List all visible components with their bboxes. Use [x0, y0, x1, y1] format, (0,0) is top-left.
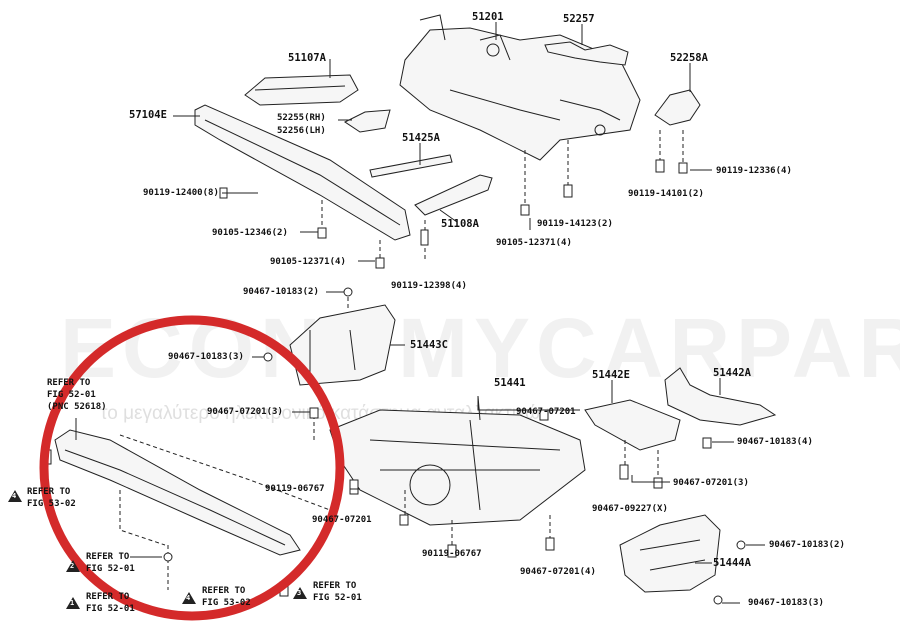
ref-line: FIG 52-01 [86, 564, 135, 574]
fastener-label: 90467-07201(3) [207, 407, 283, 417]
ref-line: FIG 52-01 [86, 604, 135, 614]
part-label: 52258A [670, 52, 708, 64]
highlight-circle [39, 315, 345, 621]
part-label: 51107A [288, 52, 326, 64]
reference-note[interactable]: REFER TO FIG 52-01 (PNC 52618) [47, 377, 107, 413]
member-51107A [244, 74, 359, 106]
fastener-label: 90119-12398(4) [391, 281, 467, 291]
reference-note[interactable]: REFER TO FIG 52-01 [86, 591, 135, 615]
fastener-label: 90119-14123(2) [537, 219, 613, 229]
reference-note[interactable]: REFER TO FIG 52-01 [86, 551, 135, 575]
fastener-label: 90105-12346(2) [212, 228, 288, 238]
part-label: 51441 [494, 377, 526, 389]
fastener-label: 90105-12371(4) [496, 238, 572, 248]
ref-line: FIG 52-01 [313, 593, 362, 603]
ref-line: FIG 53-02 [202, 598, 251, 608]
fastener-label: 90119-06767 [265, 484, 325, 494]
fastener-label: 90467-07201 [516, 407, 576, 417]
fastener-label: 90119-06767 [422, 549, 482, 559]
front-undercover [54, 429, 331, 556]
fastener-label: 90467-07201(3) [673, 478, 749, 488]
part-label: 57104E [129, 109, 167, 121]
subframe-51201 [399, 14, 641, 161]
guide-lines [167, 130, 684, 590]
warning-triangle-icon: 1 [66, 597, 80, 609]
part-label: 51442E [592, 369, 630, 381]
part-label: 51442A [713, 367, 751, 379]
ref-line: REFER TO [202, 586, 246, 596]
fastener-label: 90467-07201 [312, 515, 372, 525]
cover-51444A [619, 514, 721, 593]
fastener-label: 90119-12400(8) [143, 188, 219, 198]
cover-51442A [664, 367, 777, 426]
fastener-label: 90467-10183(2) [243, 287, 319, 297]
bracket-52257 [544, 41, 629, 66]
part-label: 51201 [472, 11, 504, 23]
part-label: 51444A [713, 557, 751, 569]
fastener-label: 90467-10183(3) [168, 352, 244, 362]
plate-52255 [344, 109, 391, 133]
part-label: 51425A [402, 132, 440, 144]
fastener-label: 90467-10183(3) [748, 598, 824, 608]
fastener-label: 90119-12336(4) [716, 166, 792, 176]
warning-triangle-icon: 4 [8, 490, 22, 502]
brace-51108A [414, 174, 493, 216]
reference-note[interactable]: REFER TO FIG 52-01 [313, 580, 362, 604]
fastener-label: 90119-14101(2) [628, 189, 704, 199]
fastener-label: 90467-09227(X) [592, 504, 668, 514]
fastener-label: 90105-12371(4) [270, 257, 346, 267]
ref-line: FIG 52-01 [47, 390, 96, 400]
part-label: 52256(LH) [277, 126, 326, 136]
fastener-label: 90467-10183(2) [769, 540, 845, 550]
warning-triangle-icon: 3 [293, 587, 307, 599]
warning-triangle-icon: 2 [66, 560, 80, 572]
brace-51425A [369, 154, 453, 178]
ref-line: REFER TO [86, 552, 130, 562]
part-label: 52255(RH) [277, 113, 326, 123]
ref-line: REFER TO [27, 487, 71, 497]
cover-51442E [584, 399, 681, 451]
bracket-52258A [654, 89, 701, 126]
part-label: 51108A [441, 218, 479, 230]
ref-line: REFER TO [86, 592, 130, 602]
reference-note[interactable]: REFER TO FIG 53-02 [27, 486, 76, 510]
cover-51441 [329, 409, 586, 526]
label-leaders [75, 22, 765, 604]
ref-line: REFER TO [313, 581, 357, 591]
ref-line: (PNC 52618) [47, 402, 107, 412]
warning-triangle-icon: 4 [182, 592, 196, 604]
fastener-label: 90467-07201(4) [520, 567, 596, 577]
fastener-label: 90467-10183(4) [737, 437, 813, 447]
ref-line: REFER TO [47, 378, 91, 388]
part-label: 52257 [563, 13, 595, 25]
ref-line: FIG 53-02 [27, 499, 76, 509]
crossmember-57104E [194, 104, 411, 241]
part-label: 51443C [410, 339, 448, 351]
reference-note[interactable]: REFER TO FIG 53-02 [202, 585, 251, 609]
